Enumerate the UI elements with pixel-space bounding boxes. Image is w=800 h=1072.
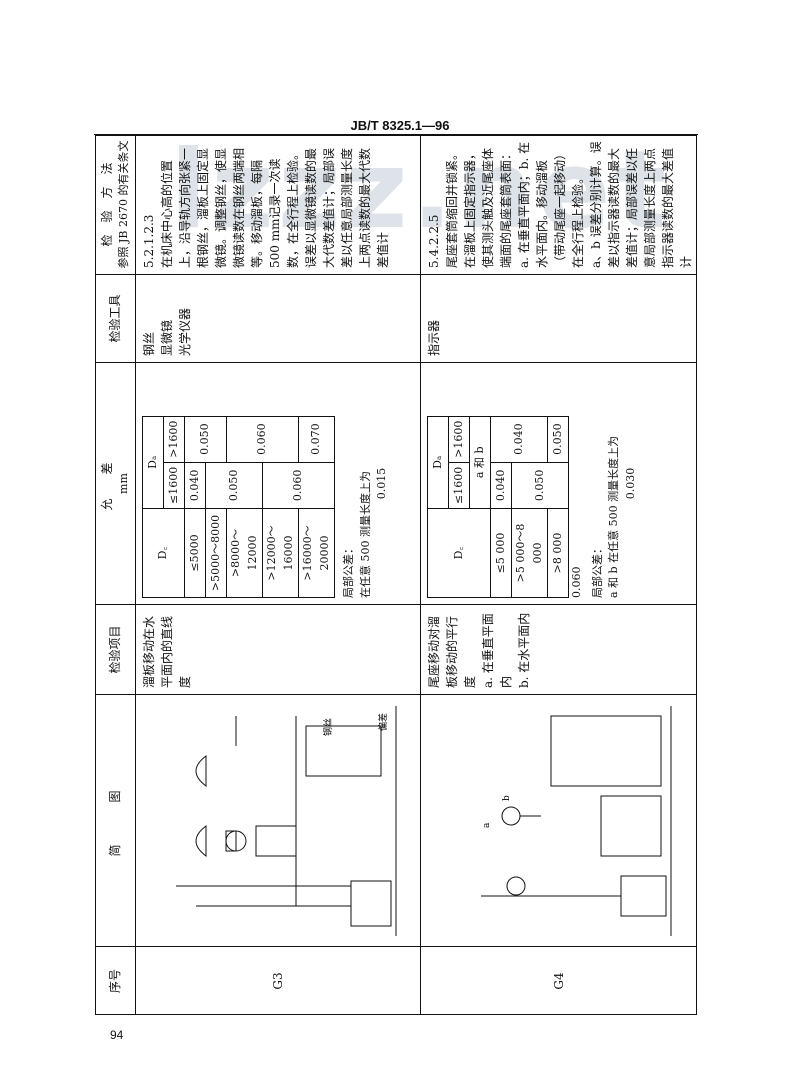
row-g4-tools: 指示器 <box>420 275 697 363</box>
g4-label-a: a <box>482 822 492 828</box>
g4-local-value: 0.030 <box>623 467 637 500</box>
g3-lathe-diagram: 钢丝 偏差 <box>176 706 397 936</box>
row-g4-diagram: a b <box>420 695 697 947</box>
row-g3-seq: G3 <box>135 947 420 1015</box>
col-method-header: 检 验 方 法 参照 JB 2670 的有关条文 <box>95 135 135 275</box>
page-header: JB/T 8325.1—96 <box>350 118 450 133</box>
row-g3-diagram: 钢丝 偏差 <box>135 695 420 947</box>
g3-local-label: 局部公差： <box>342 543 355 598</box>
header-rule <box>94 134 698 135</box>
row-g3-tools: 钢丝 显微镜 光学仪器 <box>135 275 420 363</box>
g4-lathe-diagram: a b <box>481 706 672 936</box>
g3-label-deviation: 偏差 <box>377 713 389 731</box>
rotated-table: 序号 简 图 检验项目 允 差 mm 检验工具 检 验 方 法 参照 JB 26… <box>95 135 697 1015</box>
row-g4-method: 5.4.2.2.5 尾座套筒缩回并锁紧。 在溜板上固定指示器，使其测头触及近尾座… <box>420 135 697 275</box>
col-tools-header: 检验工具 <box>95 275 135 363</box>
row-g4-item: 尾座移动对溜板移动的平行度 a. 在垂直平面内 b. 在水平面内 <box>420 605 697 695</box>
col-diagram-header: 简 图 <box>95 695 135 947</box>
g3-local-text: 在任意 500 测量长度上为 <box>358 471 372 598</box>
g4-label-b: b <box>502 795 512 801</box>
watermark: lzzz.net <box>170 128 671 253</box>
col-seq-header: 序号 <box>108 969 122 994</box>
col-item-header: 检验项目 <box>95 605 135 695</box>
col-tolerance-header: 允 差 mm <box>95 363 135 605</box>
row-g3-method: 5.2.1.2.3 在机床中心高的位置上，沿导轨方向张紧一根钢丝，溜板上固定显微… <box>135 135 420 275</box>
g4-local-text: a 和 b 在任意 500 测量长度上为 <box>607 435 620 598</box>
page-number: 94 <box>110 1028 124 1042</box>
row-g4-seq: G4 <box>420 947 697 1015</box>
g4-extra-value: 0.060 <box>570 566 583 599</box>
row-g3-item: 溜板移动在水平面内的直线度 <box>135 605 420 695</box>
g3-label-wire: 钢丝 <box>322 718 334 736</box>
g3-local-value: 0.015 <box>375 467 388 500</box>
g4-local-label: 局部公差： <box>590 543 604 598</box>
